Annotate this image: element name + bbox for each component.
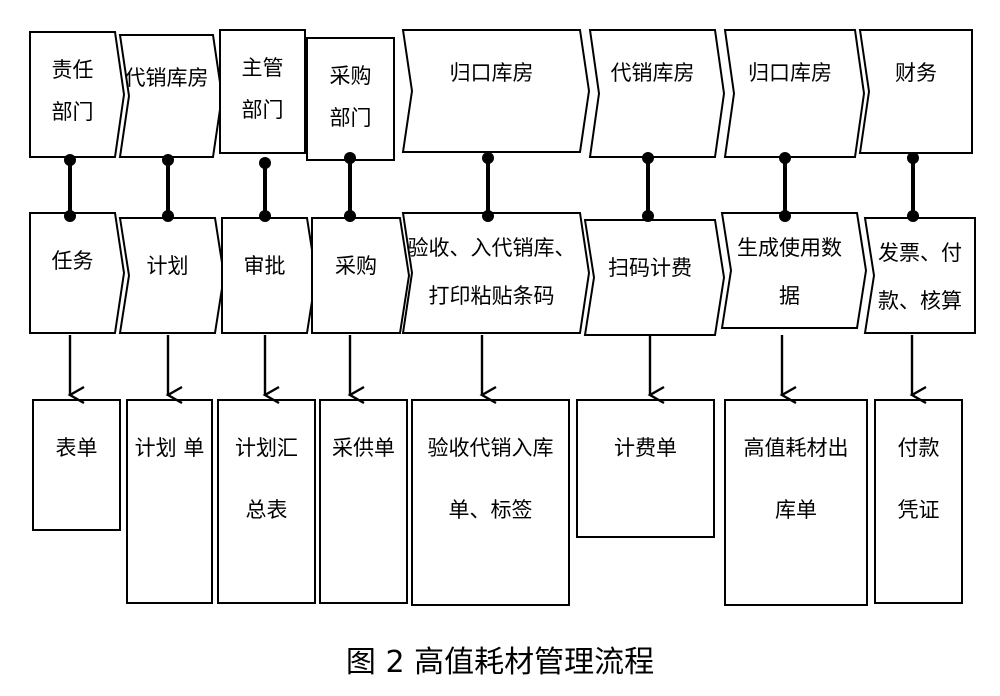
department-box [588, 29, 726, 158]
action-label: 打印粘贴条码 [429, 284, 555, 308]
department-box [219, 29, 306, 154]
department-label: 归口库房 [450, 61, 534, 85]
action-box [311, 217, 411, 334]
document-label: 采供单 [332, 436, 395, 460]
document-label: 计划 单 [135, 436, 205, 460]
document-label: 单、标签 [449, 498, 533, 522]
department-label: 采购 [330, 64, 372, 88]
connector-dot [344, 210, 356, 222]
connector-dot [344, 152, 356, 164]
action-label: 扫码计费 [608, 256, 692, 280]
connector-dot [482, 210, 494, 222]
department-label: 代销库房 [611, 61, 695, 85]
connector-dot [907, 210, 919, 222]
connector-dot [162, 210, 174, 222]
connector-dot [162, 154, 174, 166]
department-box [723, 29, 866, 158]
connector-dot [907, 152, 919, 164]
department-box [401, 29, 591, 153]
department-label: 代销库房 [125, 66, 209, 90]
department-label: 责任 [52, 58, 94, 82]
connector-dot [482, 152, 494, 164]
action-box [29, 212, 126, 334]
document-label: 表单 [56, 436, 98, 460]
document-box [126, 399, 213, 604]
document-label: 付款 [898, 436, 940, 460]
connector-dot [779, 210, 791, 222]
document-box [32, 399, 121, 531]
action-label: 采购 [335, 254, 377, 278]
action-label: 计划 [147, 254, 189, 278]
department-box [306, 37, 395, 161]
action-label: 验收、入代销库、 [408, 236, 576, 260]
connector-dot [64, 210, 76, 222]
department-label: 主管 [242, 56, 284, 80]
department-label: 部门 [242, 98, 284, 122]
action-label: 款、核算 [878, 289, 962, 313]
document-box [217, 399, 316, 604]
action-box [118, 217, 226, 334]
department-box [858, 29, 973, 154]
document-label: 高值耗材出 [744, 436, 849, 460]
document-label: 验收代销入库 [428, 436, 554, 460]
connector-dot [779, 152, 791, 164]
connector-dot [259, 157, 271, 169]
action-label: 生成使用数 [737, 236, 842, 260]
document-box [411, 399, 570, 606]
department-label: 部门 [52, 100, 94, 124]
document-box [724, 399, 868, 606]
action-box [401, 212, 591, 334]
connector-dot [64, 154, 76, 166]
action-label: 据 [779, 284, 800, 308]
action-label: 发票、付 [878, 241, 962, 265]
document-label: 计费单 [614, 436, 677, 460]
action-label: 任务 [52, 249, 94, 273]
connector-dot [642, 210, 654, 222]
document-label: 总表 [246, 498, 288, 522]
document-label: 库单 [775, 498, 817, 522]
document-box [874, 399, 963, 604]
document-label: 计划汇 [235, 436, 298, 460]
department-label: 财务 [895, 61, 937, 85]
action-box [863, 217, 976, 334]
connector-dot [259, 210, 271, 222]
action-box [583, 219, 726, 336]
action-label: 审批 [244, 254, 286, 278]
document-box [576, 399, 715, 538]
action-box [720, 212, 868, 329]
department-box [29, 31, 126, 158]
document-box [319, 399, 408, 604]
figure-caption: 图 2 高值耗材管理流程 [346, 645, 654, 680]
department-box [118, 34, 224, 158]
connector-dot [642, 152, 654, 164]
department-label: 部门 [330, 106, 372, 130]
department-label: 归口库房 [748, 61, 832, 85]
document-label: 凭证 [898, 498, 940, 522]
